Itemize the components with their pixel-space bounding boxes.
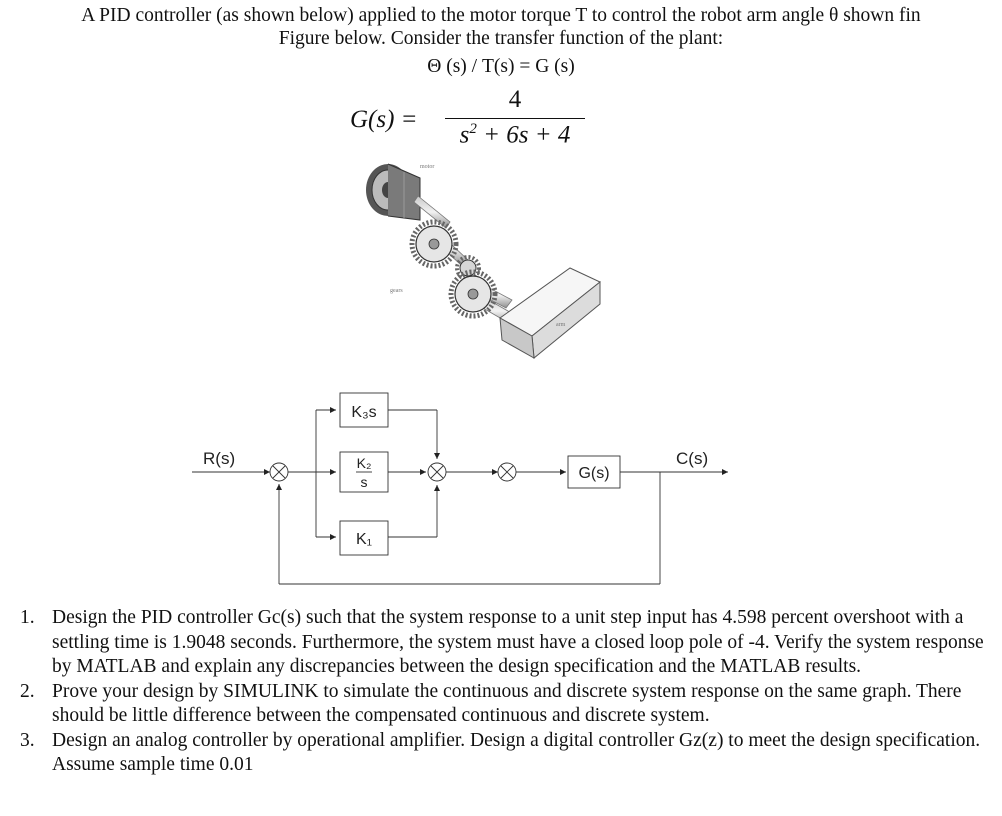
block-diagram [192,392,728,585]
question-text: Design the PID controller Gc(s) such tha… [52,607,984,677]
motor-tag: motor [420,164,434,170]
arm-tag: arm [556,322,566,328]
gs-lhs: G(s) = [350,106,418,133]
gs-den-rest: + 6s + 4 [476,121,571,149]
derivative-label: K₃s [351,404,376,421]
gear-tag: gears [390,288,403,294]
input-label: R(s) [203,449,235,468]
gs-fraction: 4 s2 + 6s + 4 [445,86,585,149]
question-2: 2. Prove your design by SIMULINK to simul… [14,680,999,729]
sum1-cross-b [272,465,286,479]
gs-numerator: 4 [508,86,522,113]
plant-block [567,455,621,489]
question-3: 3. Design an analog controller by operati… [14,729,999,778]
question-list: 1. Design the PID controller Gc(s) such t… [14,606,999,778]
problem-statement: A PID controller (as shown below) applie… [0,4,1002,50]
plant-label: G(s) [578,465,609,482]
intro-line-1: A PID controller (as shown below) applie… [81,5,921,26]
fraction-bar [445,118,585,119]
motor-icon [366,163,421,221]
integral-denominator-label: s [361,474,368,490]
gear-icon [409,219,498,319]
sum3-cross-b [500,465,514,479]
question-number: 3. [20,729,35,751]
transfer-equation: Θ (s) / T(s) = G (s) [427,56,575,77]
question-number: 2. [20,680,35,702]
question-text: Prove your design by SIMULINK to simulat… [52,680,962,727]
block-labels: R(s) C(s) K₃s K₂ s K₁ G(s) [203,404,708,548]
gs-denominator: s2 + 6s + 4 [445,121,585,149]
sum2-cross-b [430,465,444,479]
question-text: Design an analog controller by operation… [52,729,981,776]
question-number: 1. [20,607,35,628]
gs-den-s: s [459,121,470,149]
proportional-block [339,520,389,556]
intro-line-2: Figure below. Consider the transfer func… [278,28,724,49]
question-1: 1. Design the PID controller Gc(s) such t… [14,606,999,680]
gs-den-exponent: 2 [469,121,477,137]
arm-icon [499,267,601,359]
output-label: C(s) [676,449,708,468]
proportional-label: K₁ [356,531,372,548]
integral-numerator-label: K₂ [357,455,372,471]
robot-arm-illustration: motor gears arm [366,163,601,359]
